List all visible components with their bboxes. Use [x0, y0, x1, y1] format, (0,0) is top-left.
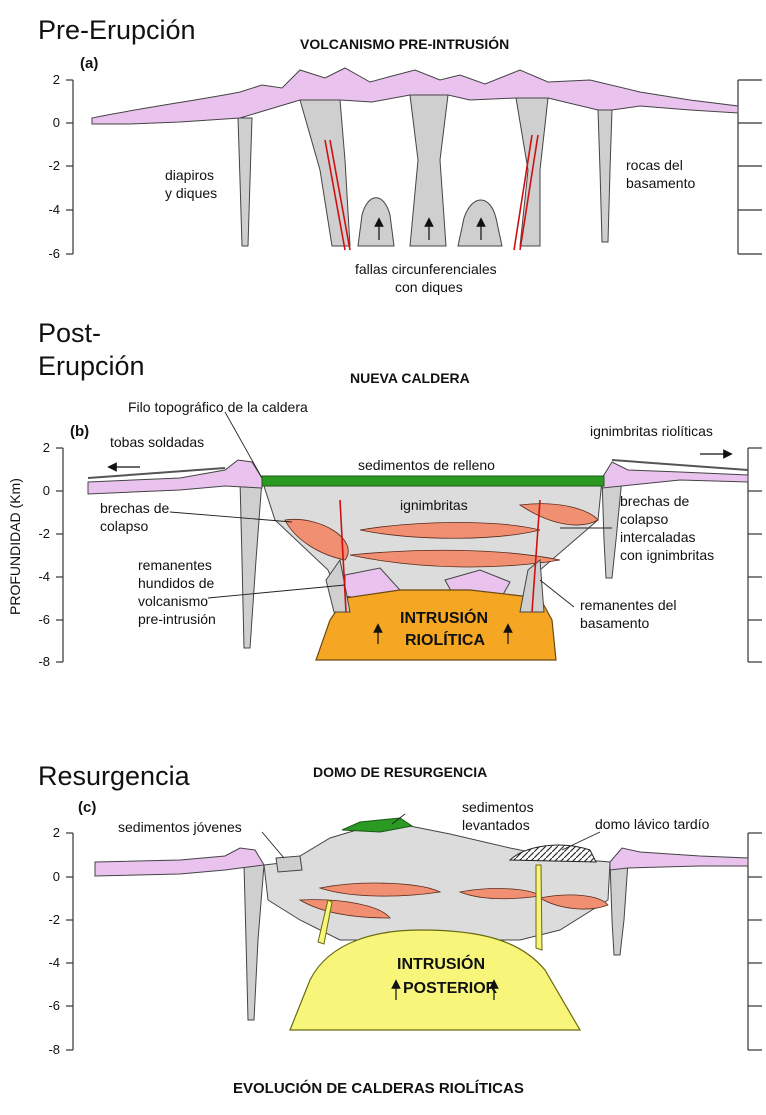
panel-a-tick: -2 — [48, 158, 60, 173]
panel-b-title: Post- — [38, 318, 101, 348]
label-brechas-intercaladas: intercaladas — [620, 529, 696, 545]
label-brechas-intercaladas: colapso — [620, 511, 668, 527]
panel-a-tag: (a) — [80, 55, 98, 72]
panel-c-heading: DOMO DE RESURGENCIA — [313, 764, 487, 780]
label-brechas-intercaladas: con ignimbritas — [620, 547, 714, 563]
panel-b-tag: (b) — [70, 423, 89, 440]
panel-a: Pre-Erupción (a) VOLCANISMO PRE-INTRUSIÓ… — [38, 15, 762, 295]
rhyolitic-intrusion — [315, 589, 557, 661]
label-sedimentos-levantados: levantados — [462, 817, 530, 833]
label-diapiros: y diques — [165, 185, 217, 201]
collapse-breccia — [318, 882, 442, 897]
basement-remnant — [519, 558, 545, 613]
panel-c-tag: (c) — [78, 799, 96, 816]
label-remanentes-hundidos: hundidos de — [138, 575, 215, 591]
collapse-breccia — [298, 899, 391, 919]
diapir — [357, 197, 395, 247]
panel-a-heading: VOLCANISMO PRE-INTRUSIÓN — [300, 35, 509, 52]
panel-a-tick: -4 — [48, 202, 60, 217]
panel-a-right-axis — [737, 79, 762, 255]
panel-c-tick: 2 — [53, 825, 60, 840]
late-lava-dome — [508, 844, 597, 863]
intrusion-label: RIOLÍTICA — [405, 630, 485, 649]
dyke — [243, 864, 265, 1021]
panel-c-tick: 0 — [53, 869, 60, 884]
label-filo: Filo topográfico de la caldera — [128, 399, 308, 415]
panel-b-tick: 0 — [43, 483, 50, 498]
diapir — [457, 199, 503, 247]
label-tobas: tobas soldadas — [110, 434, 204, 450]
resurgent-dome-fill — [263, 825, 611, 941]
label-fallas: fallas circunferenciales — [355, 261, 497, 277]
label-sedimentos-levantados: sedimentos — [462, 799, 534, 815]
panel-c-title: Resurgencia — [38, 761, 191, 791]
panel-b-title: Erupción — [38, 351, 145, 381]
label-diapiros: diapiros — [165, 167, 214, 183]
intrusion-label: POSTERIOR — [403, 980, 498, 997]
label-brechas: colapso — [100, 518, 148, 534]
collapse-breccia — [538, 894, 609, 910]
label-brechas-intercaladas: brechas de — [620, 493, 689, 509]
dyke — [609, 861, 629, 956]
panel-b-y-axis: 2 0 -2 -4 -6 -8 — [38, 440, 64, 669]
feeder-dike — [317, 899, 333, 945]
dyke — [237, 117, 253, 247]
panel-b-tick: -2 — [38, 526, 50, 541]
label-remanentes-basamento: remanentes del — [580, 597, 677, 613]
volcanic-shoulder — [94, 847, 265, 877]
pre-intrusion-volcanic-layer — [91, 67, 739, 125]
label-remanentes-basamento: basamento — [580, 615, 649, 631]
panel-b-tick: -8 — [38, 654, 50, 669]
collapse-breccia — [359, 522, 541, 539]
panel-c-tick: -6 — [48, 998, 60, 1013]
caldera-fill-sediments — [261, 475, 605, 487]
panel-a-tick: 0 — [53, 115, 60, 130]
panel-b-tick: -6 — [38, 612, 50, 627]
panel-c-tick: -2 — [48, 912, 60, 927]
label-fallas: con diques — [395, 279, 463, 295]
label-rocas-basamento: rocas del — [626, 157, 683, 173]
depth-axis-label: PROFUNDIDAD (Km) — [7, 478, 23, 615]
young-sediments — [275, 855, 303, 873]
panel-c: Resurgencia (c) DOMO DE RESURGENCIA 2 0 … — [38, 761, 762, 1057]
panel-a-tick: 2 — [53, 72, 60, 87]
panel-a-y-axis: 2 0 -2 -4 -6 — [48, 72, 74, 261]
panel-c-y-axis: 2 0 -2 -4 -6 -8 — [48, 825, 74, 1057]
dyke — [597, 109, 613, 243]
label-remanentes-hundidos: volcanismo — [138, 593, 208, 609]
panel-b: Post- Erupción (b) NUEVA CALDERA PROFUND… — [7, 318, 762, 669]
label-sedimentos-relleno: sedimentos de relleno — [358, 457, 495, 473]
label-rocas-basamento: basamento — [626, 175, 695, 191]
intrusion-label: INTRUSIÓN — [400, 608, 488, 627]
panel-b-tick: 2 — [43, 440, 50, 455]
collapse-breccia — [284, 518, 349, 561]
label-remanentes-hundidos: pre-intrusión — [138, 611, 216, 627]
panel-b-heading: NUEVA CALDERA — [350, 370, 470, 386]
panel-c-tick: -8 — [48, 1042, 60, 1057]
label-ignimbritas: ignimbritas — [400, 497, 468, 513]
dyke — [239, 479, 263, 649]
volcanic-shoulder — [609, 847, 749, 871]
dyke — [299, 99, 351, 247]
label-remanentes-hundidos: remanentes — [138, 557, 212, 573]
collapse-breccia — [349, 549, 561, 568]
panel-c-tick: -4 — [48, 955, 60, 970]
feeder-dike — [535, 864, 543, 951]
panel-a-tick: -6 — [48, 246, 60, 261]
intrusion-label: INTRUSIÓN — [397, 954, 485, 973]
panel-b-right-axis — [747, 447, 762, 663]
rhyolitic-ignimbrite-shoulder — [601, 461, 749, 489]
panel-a-title: Pre-Erupción — [38, 15, 196, 45]
figure-footer: EVOLUCIÓN DE CALDERAS RIOLÍTICAS — [233, 1079, 524, 1097]
label-ign-riol: ignimbritas riolíticas — [590, 423, 713, 439]
label-brechas: brechas de — [100, 500, 169, 516]
panel-c-right-axis — [747, 832, 762, 1051]
panel-b-tick: -4 — [38, 569, 50, 584]
label-domo-lavico: domo lávico tardío — [595, 816, 710, 832]
later-intrusion — [289, 929, 582, 1031]
label-sedimentos-jovenes: sedimentos jóvenes — [118, 819, 242, 835]
uplifted-sediments — [341, 817, 414, 833]
